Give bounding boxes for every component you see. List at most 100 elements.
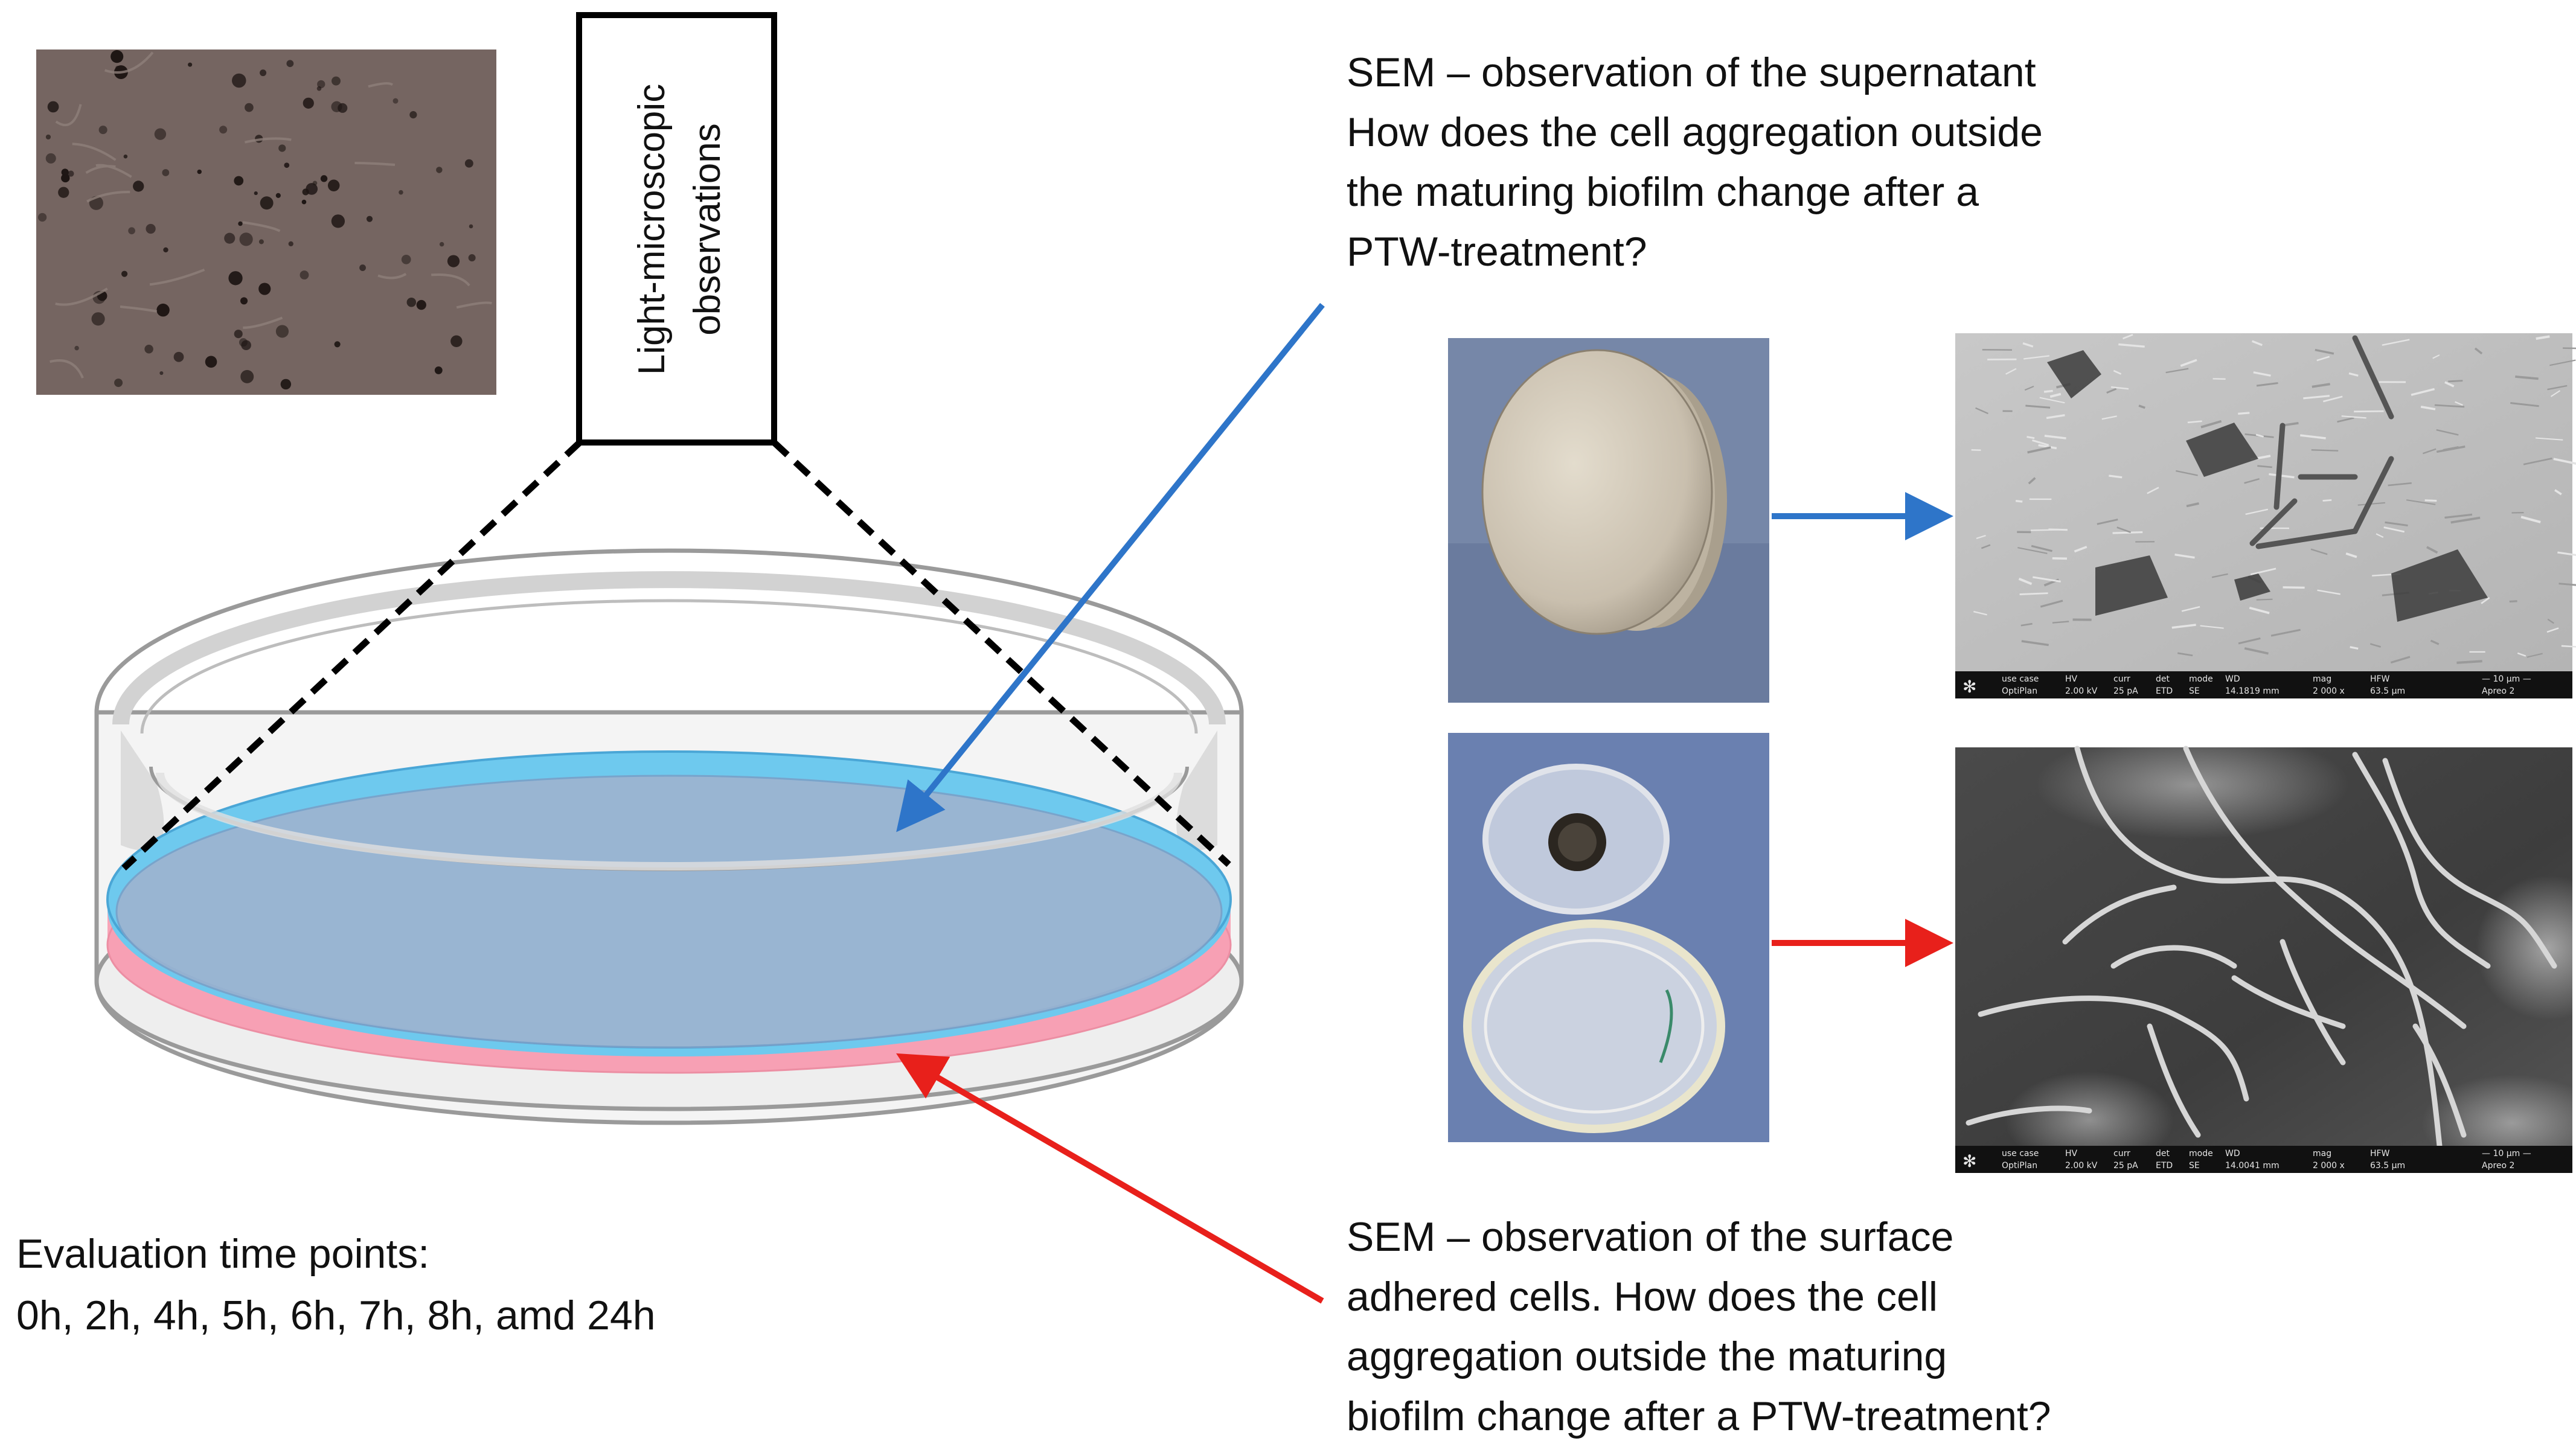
sem-surface-texture <box>2023 355 2050 360</box>
microscope-cell-dot <box>320 175 328 182</box>
microscope-cell-dot <box>156 303 170 317</box>
microscope-cell-dot <box>133 181 144 192</box>
sem-surface-texture <box>2423 448 2437 455</box>
microscope-cell-dot <box>303 97 314 109</box>
sem-surface-texture <box>2200 420 2222 429</box>
sem-surface-texture <box>2424 499 2437 502</box>
microscope-cell-dot <box>114 379 123 388</box>
microscope-cell-dot <box>173 351 184 362</box>
microscope-cell-dot <box>258 239 264 244</box>
sem-surface-texture <box>2074 546 2087 553</box>
microscope-cell-dot <box>111 50 124 63</box>
microscope-streak <box>243 316 283 329</box>
sem-surface-texture <box>2005 368 2017 375</box>
sem-surface-texture <box>2097 519 2118 525</box>
microscope-cell-dot <box>146 223 156 234</box>
sem-surface-texture <box>2517 652 2526 657</box>
sem-surface-texture <box>2211 573 2228 578</box>
microscope-cell-dot <box>224 232 235 244</box>
microscope-cell-dot <box>254 191 258 196</box>
light-microscope-image <box>36 50 496 395</box>
sem-surface-texture <box>2017 547 2048 554</box>
bacterial-filament <box>1966 1105 2092 1126</box>
microscope-cell-dot <box>144 345 153 354</box>
sem-bar-value: ETD <box>2156 686 2173 696</box>
microscope-cell-dot <box>205 356 217 368</box>
sem-surface-texture <box>2255 433 2264 438</box>
sem-surface-texture <box>2481 596 2490 604</box>
sem-surface-texture <box>2345 552 2357 558</box>
microscope-cell-dot <box>359 264 366 271</box>
sem-surface-texture <box>2052 621 2069 624</box>
microscope-cell-dot <box>45 153 56 164</box>
sem-surface-texture <box>2385 521 2408 526</box>
sem-surface-texture <box>2283 586 2305 589</box>
sem-surface-texture <box>2348 372 2359 377</box>
sem-surface-texture <box>2110 386 2129 390</box>
sem-surface-texture <box>2432 354 2440 359</box>
microscope-cell-dot <box>61 173 70 183</box>
supernatant-arrow <box>896 302 1325 832</box>
sem-surface-texture <box>2238 637 2261 645</box>
sem-surface-texture <box>2040 599 2063 608</box>
sem-surface-texture <box>2245 508 2269 516</box>
sem-surface-texture <box>2563 347 2576 350</box>
sem-surface-texture <box>2510 401 2539 407</box>
sem-surface-texture <box>2022 342 2034 348</box>
sem-surface-texture <box>2444 381 2455 388</box>
sem-surface-texture <box>2554 489 2562 496</box>
microscope-streak <box>86 191 130 203</box>
bacterial-filament <box>2231 975 2346 1029</box>
sem-surface-texture <box>2020 622 2033 627</box>
sem-bar-label: HV <box>2065 674 2078 684</box>
sem-bar-label: — 10 μm — <box>2482 674 2531 684</box>
microscope-streak <box>456 301 493 309</box>
sem-surface-texture <box>2027 446 2051 454</box>
sem-surface-texture <box>2434 404 2465 408</box>
sem-surface-texture <box>2165 368 2189 374</box>
microscope-cell-dot <box>98 126 107 135</box>
microscope-cell-dot <box>300 270 309 280</box>
sem-surface-texture <box>2341 415 2366 419</box>
microscope-cell-dot <box>406 298 417 307</box>
sem-surface-texture <box>2557 551 2576 557</box>
microscope-cell-dot <box>401 254 411 264</box>
sem-supernatant-line-2: How does the cell aggregation outside <box>1347 109 2043 155</box>
sem-bar-label: det <box>2156 1149 2170 1158</box>
sem-surface-texture <box>2031 529 2060 531</box>
microscope-cell-dot <box>434 366 443 374</box>
sem-surface-texture <box>1976 535 1986 540</box>
sem-bar-value: OptiPlan <box>2002 686 2037 696</box>
sem-supernatant-line-3: the maturing biofilm change after a <box>1347 169 1979 215</box>
microscope-cell-dot <box>219 126 228 134</box>
sem-surface-texture <box>2019 592 2048 595</box>
sem-bar-value: 2.00 kV <box>2065 1161 2098 1171</box>
sem-surface-texture <box>2039 397 2065 404</box>
microscope-cell-dot <box>91 312 105 326</box>
sem-surface-texture <box>2106 388 2117 394</box>
sem-surface-texture <box>1981 544 1991 549</box>
microscope-cell-dot <box>278 144 286 152</box>
sem-bar-value: 2 000 x <box>2313 686 2345 696</box>
sem-surface-texture <box>2535 437 2563 441</box>
sem-surface-texture <box>2382 339 2410 346</box>
microscope-streak <box>72 142 117 161</box>
microscope-cell-dot <box>436 167 443 173</box>
microscope-cell-dot <box>392 98 399 104</box>
sem-surface-texture <box>2316 356 2330 362</box>
microscope-cell-dot <box>162 169 170 176</box>
microscope-cell-dot <box>239 338 248 347</box>
sem-surface-texture <box>2411 388 2435 396</box>
sem-surface-texture <box>2376 533 2384 538</box>
sem-surface-texture <box>2561 645 2576 648</box>
sem-bar-value: 14.1819 mm <box>2225 686 2280 696</box>
sem-bar-label: WD <box>2225 674 2240 684</box>
sem-surface-texture <box>2138 404 2145 409</box>
microscope-cell-dot <box>45 134 51 140</box>
microscope-cell-dot <box>260 69 267 77</box>
microscope-cell-dot <box>234 176 244 186</box>
microscope-cell-dot <box>399 190 403 195</box>
sem-surface-texture <box>2101 415 2117 420</box>
sem-surface-texture <box>1975 407 1988 415</box>
